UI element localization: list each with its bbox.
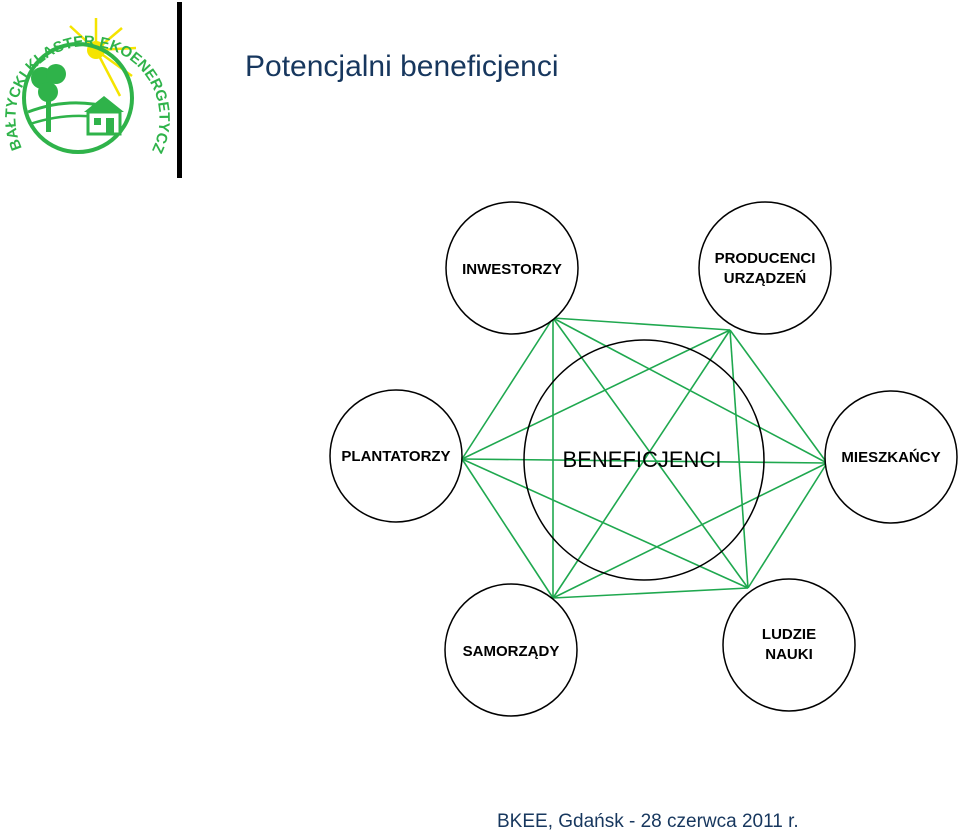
node-plantatorzy: PLANTATORZY xyxy=(329,389,463,523)
connection-mieszkancy-samorzady xyxy=(552,462,828,599)
tree-icon xyxy=(31,64,66,132)
connection-producenci-ludzie-nauki xyxy=(729,329,749,589)
connection-producenci-mieszkancy xyxy=(729,329,828,464)
node-ludzie-nauki: LUDZIE NAUKI xyxy=(722,578,856,712)
node-producenci: PRODUCENCI URZĄDZEŃ xyxy=(698,201,832,335)
connection-lines xyxy=(461,317,828,599)
connection-mieszkancy-plantatorzy xyxy=(461,458,828,464)
node-label-ludzie-nauki-2: NAUKI xyxy=(765,646,813,663)
connection-inwestorzy-ludzie-nauki xyxy=(552,317,749,589)
page-title: Potencjalni beneficjenci xyxy=(245,50,559,83)
connection-inwestorzy-plantatorzy xyxy=(461,317,554,460)
node-samorzady: SAMORZĄDY xyxy=(444,583,578,717)
node-inwestorzy: INWESTORZY xyxy=(445,201,579,335)
node-label-plantatorzy: PLANTATORZY xyxy=(341,448,450,465)
node-label-samorzady: SAMORZĄDY xyxy=(463,643,560,660)
node-label-producenci-2: URZĄDZEŃ xyxy=(724,270,807,287)
node-label-producenci-1: PRODUCENCI xyxy=(715,250,816,267)
node-label-mieszkancy: MIESZKAŃCY xyxy=(841,449,940,466)
logo-ring xyxy=(22,42,134,154)
logo-divider xyxy=(177,2,182,178)
connection-producenci-samorzady xyxy=(552,329,731,599)
connection-ludzie-nauki-samorzady xyxy=(552,587,749,599)
connection-producenci-plantatorzy xyxy=(461,329,731,460)
connection-samorzady-plantatorzy xyxy=(461,458,554,599)
center-circle xyxy=(523,339,765,581)
node-label-inwestorzy: INWESTORZY xyxy=(462,261,562,278)
logo: BAŁTYCKI KLASTER EKOENERGETYCZNY xyxy=(0,0,173,156)
node-mieszkancy: MIESZKAŃCY xyxy=(824,390,958,524)
connection-mieszkancy-ludzie-nauki xyxy=(747,462,828,589)
footer-text: BKEE, Gdańsk - 28 czerwca 2011 r. xyxy=(497,811,799,832)
connection-inwestorzy-producenci xyxy=(552,317,731,331)
house-icon xyxy=(84,96,124,136)
center-label: BENEFICJENCI xyxy=(563,447,722,472)
node-label-ludzie-nauki-1: LUDZIE xyxy=(762,626,816,643)
